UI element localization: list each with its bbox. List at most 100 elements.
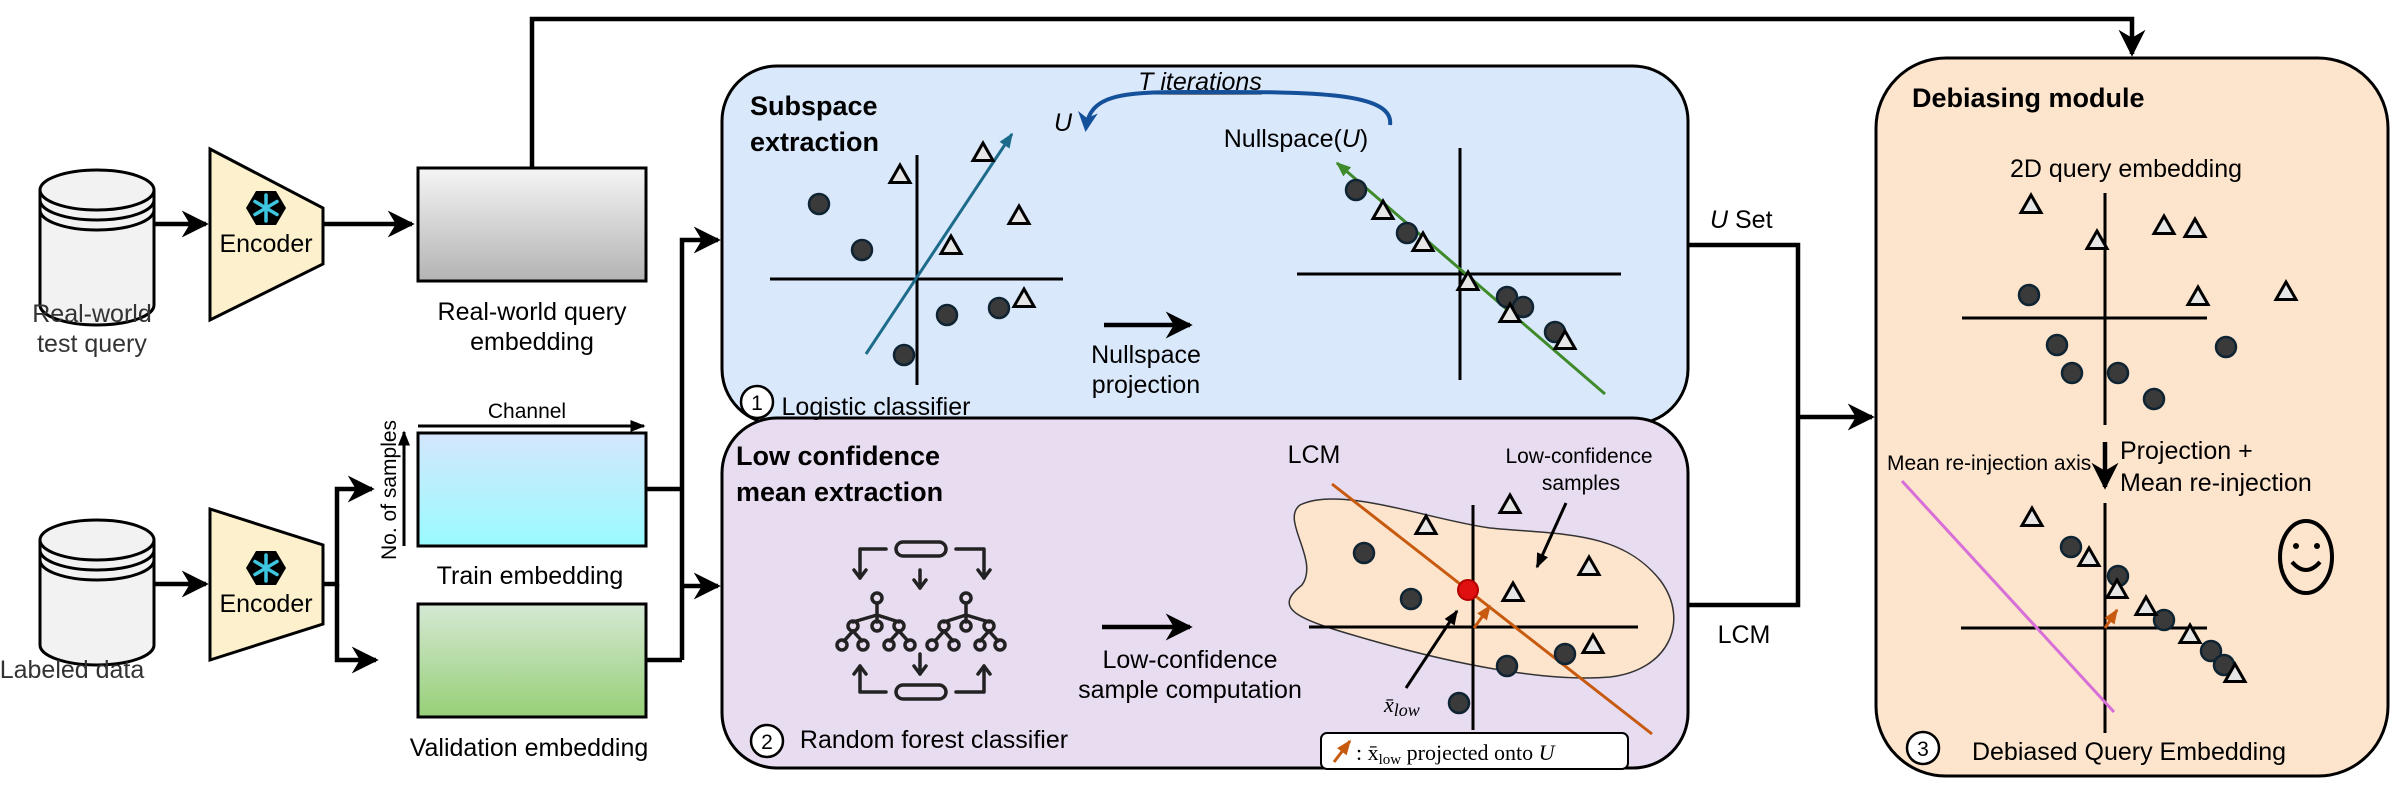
query-embedding-plot xyxy=(1962,191,2299,425)
class-a-point xyxy=(2199,639,2223,663)
low-confidence-mean-point xyxy=(1457,579,1479,601)
labeled-database-icon xyxy=(38,518,156,667)
real-world-embedding-label-2: embedding xyxy=(470,328,594,356)
debiased-embedding-plot xyxy=(1900,479,2248,733)
debiased-embedding-caption: Debiased Query Embedding xyxy=(1972,738,2286,766)
class-b-point xyxy=(970,139,996,162)
nullspace-projection-label: Nullspace xyxy=(1091,341,1201,369)
train-embedding-label: Train embedding xyxy=(437,562,624,590)
arrow-bus-to-module1 xyxy=(679,226,721,660)
class-b-point xyxy=(2019,504,2045,527)
lcm-connector-label: LCM xyxy=(1718,621,1771,649)
mean-point-label: x̄low xyxy=(1383,692,1420,720)
class-a-point xyxy=(2142,387,2166,411)
u-vector-arrow xyxy=(864,132,1014,355)
projection-reinjection-label: Projection + xyxy=(2120,437,2253,465)
module2-title: Low confidence xyxy=(736,441,940,471)
nullspace-projection-label-2: projection xyxy=(1092,371,1200,399)
svg-text:: x̄low projected onto U: : x̄low projected onto U xyxy=(1356,740,1557,768)
low-confidence-region xyxy=(1288,498,1675,679)
arrow-encoder-to-validation xyxy=(334,584,379,674)
real-world-database-icon xyxy=(38,168,156,327)
class-b-point xyxy=(2273,278,2299,301)
class-b-point xyxy=(1580,631,1606,654)
class-b-point xyxy=(887,161,913,184)
class-a-point xyxy=(2017,283,2041,307)
module3-panel xyxy=(1874,56,2390,778)
random-forest-icon xyxy=(835,540,1007,701)
u-vector-label: U xyxy=(1054,109,1073,137)
encoder-top: Encoder xyxy=(208,146,325,323)
class-b-point xyxy=(2182,215,2208,238)
validation-embedding-box xyxy=(416,602,648,719)
encoder-bottom: Encoder xyxy=(208,506,325,663)
class-a-point xyxy=(2045,333,2069,357)
class-a-point xyxy=(1399,587,1423,611)
reinjection-vector-arrow xyxy=(2103,608,2119,629)
class-b-point xyxy=(2104,576,2130,599)
class-a-point xyxy=(2060,361,2084,385)
class-b-point xyxy=(1500,579,1526,602)
class-b-point xyxy=(1552,327,1578,350)
nullspace-plot-title: Nullspace(U) xyxy=(1224,125,1369,153)
snowflake-icon xyxy=(246,551,286,585)
class-a-point xyxy=(892,343,916,367)
random-forest-caption: Random forest classifier xyxy=(800,726,1068,754)
smiley-face-icon xyxy=(2278,519,2334,595)
samples-axis-label: No. of samples xyxy=(378,420,401,560)
class-b-point xyxy=(938,232,964,255)
class-a-point xyxy=(2106,361,2130,385)
labeled-data-label: Labeled data xyxy=(0,656,144,684)
class-b-point xyxy=(2151,212,2177,235)
class-b-point xyxy=(2076,544,2102,567)
class-a-point xyxy=(1395,221,1419,245)
module3-title: Debiasing module xyxy=(1912,83,2145,113)
lcm-plot-label: LCM xyxy=(1288,441,1341,469)
mean-projection-arrow xyxy=(1472,604,1492,629)
nullspace-plot xyxy=(1297,148,1621,396)
projection-legend: : x̄low projected onto U xyxy=(1320,732,1629,770)
real-world-embedding-box xyxy=(416,166,648,283)
u-set-label: U Set xyxy=(1710,206,1773,234)
module1-title: Subspace xyxy=(750,91,878,121)
class-b-point xyxy=(2084,227,2110,250)
class-b-point xyxy=(1410,229,1436,252)
logistic-classifier-plot xyxy=(770,132,1063,385)
channel-axis-label: Channel xyxy=(488,400,566,423)
low-confidence-region-label-2: samples xyxy=(1542,472,1620,495)
class-a-point xyxy=(1495,654,1519,678)
region-pointer-arrow xyxy=(1535,502,1568,569)
class-b-point xyxy=(1006,202,1032,225)
real-world-input-label-2: test query xyxy=(37,330,147,358)
class-b-point xyxy=(2185,283,2211,306)
mean-pointer-arrow xyxy=(1404,609,1459,689)
class-a-point xyxy=(807,192,831,216)
class-b-point xyxy=(2222,660,2248,683)
class-a-point xyxy=(850,238,874,262)
class-b-point xyxy=(1497,300,1523,323)
legend-orange-arrow-icon xyxy=(1332,739,1352,763)
step-2-badge: 2 xyxy=(749,723,785,759)
class-b-point xyxy=(1370,197,1396,220)
low-confidence-computation-label: Low-confidence xyxy=(1102,646,1277,674)
class-b-point xyxy=(2133,593,2159,616)
query-embedding-plot-title: 2D query embedding xyxy=(2010,155,2242,183)
step-1-badge: 1 xyxy=(739,384,775,420)
class-b-point xyxy=(1497,491,1523,514)
validation-embedding-label: Validation embedding xyxy=(410,734,649,762)
module2-panel xyxy=(720,416,1690,770)
class-a-point xyxy=(2214,335,2238,359)
encoder-label-2: Encoder xyxy=(219,590,312,618)
svg-text:3: 3 xyxy=(1917,738,1929,761)
svg-text:1: 1 xyxy=(751,392,763,415)
class-a-point xyxy=(1352,541,1376,565)
class-b-point xyxy=(1455,268,1481,291)
low-confidence-region-label: Low-confidence xyxy=(1505,445,1652,468)
low-confidence-computation-label-2: sample computation xyxy=(1078,676,1302,704)
class-a-point xyxy=(935,303,959,327)
logistic-classifier-caption: Logistic classifier xyxy=(782,393,971,421)
projection-reinjection-label-2: Mean re-injection xyxy=(2120,469,2312,497)
step-3-badge: 3 xyxy=(1905,730,1941,766)
lcm-plot xyxy=(1288,482,1675,736)
